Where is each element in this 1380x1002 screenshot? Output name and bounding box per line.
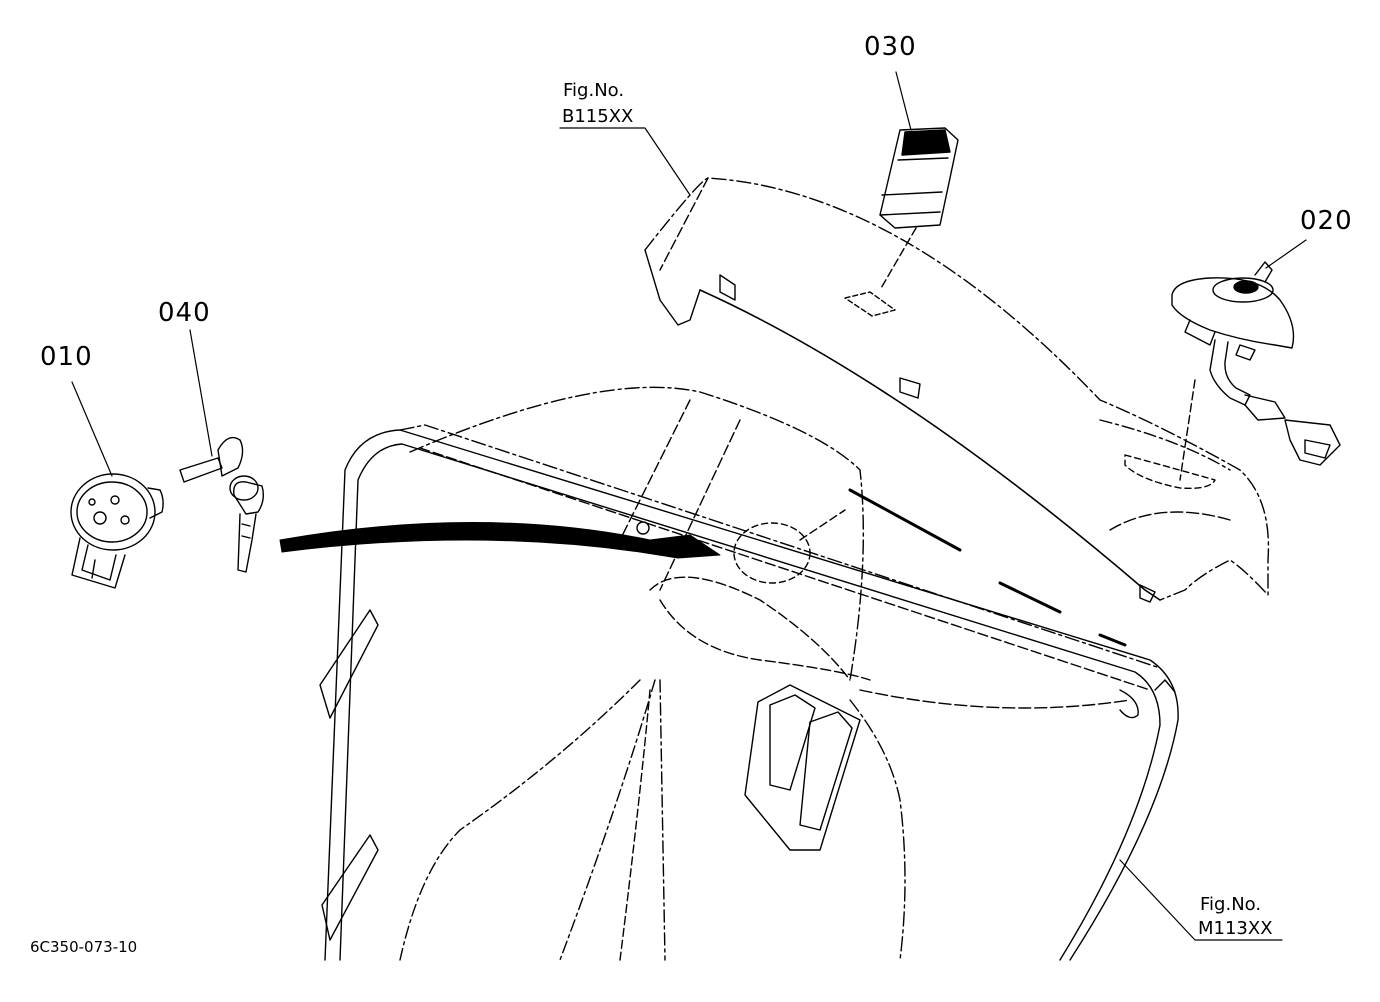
leader-020	[1265, 239, 1307, 269]
leader-lines	[71, 71, 1307, 941]
fig-ref-bottom-title: Fig.No.	[1200, 894, 1262, 915]
cabin-frame-drawing	[319, 386, 1179, 961]
key-switch-body	[70, 473, 164, 589]
part-label-030: 030	[864, 32, 917, 62]
harness-switch	[1171, 261, 1341, 481]
leader-fig-top	[559, 127, 691, 196]
leader-030	[895, 71, 912, 131]
part-label-020: 020	[1300, 206, 1353, 236]
leader-fig-bottom	[1119, 859, 1283, 941]
dash-panel-drawing	[644, 177, 1270, 603]
leader-010	[71, 381, 113, 477]
part-label-010: 010	[40, 342, 93, 372]
fig-ref-bottom-number: M113XX	[1198, 918, 1273, 939]
part-label-040: 040	[158, 298, 211, 328]
insertion-arrow	[279, 522, 721, 559]
fig-ref-top-number: B115XX	[562, 106, 634, 127]
fig-ref-top-title: Fig.No.	[563, 80, 625, 101]
leader-040	[189, 329, 213, 457]
diagram-code: 6C350-073-10	[30, 938, 138, 956]
keys-drawing	[179, 436, 265, 573]
rocker-switch	[879, 127, 959, 291]
